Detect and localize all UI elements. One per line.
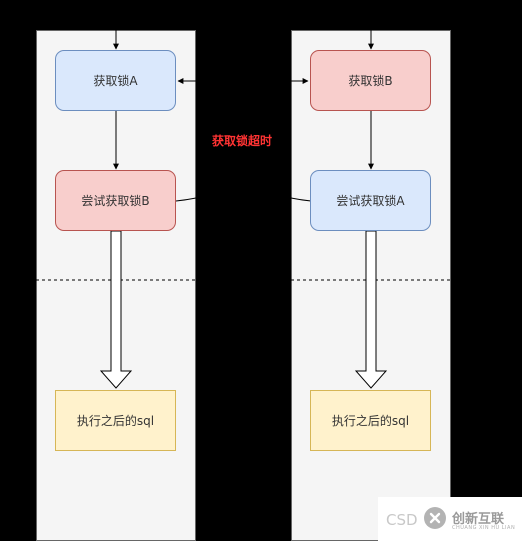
watermark-prefix: CSD [386,511,418,529]
left-acquire-lock-a-box: 获取锁A [55,50,176,111]
left-exec-sql-label: 执行之后的sql [76,414,155,428]
right-acquire-lock-b-label: 获取锁B [348,74,393,88]
watermark-subtitle: CHUANG XIN HU LIAN [452,525,516,531]
right-exec-sql-box: 执行之后的sql [310,390,431,451]
left-hollow-arrow [99,230,133,389]
left-try-lock-b-label: 尝试获取锁B [81,194,150,208]
left-curve-stub [175,197,197,202]
right-try-lock-a-box: 尝试获取锁A [310,170,431,231]
right-acquire-lock-b-box: 获取锁B [310,50,431,111]
left-try-lock-b-box: 尝试获取锁B [55,170,176,231]
right-hollow-arrow [354,230,388,389]
brand-logo-icon [424,507,446,529]
left-exec-sql-box: 执行之后的sql [55,390,176,451]
right-curve-stub [290,197,312,202]
watermark-brand: 创新互联 [452,512,505,527]
left-acquire-lock-a-label: 获取锁A [93,74,138,88]
right-try-lock-a-label: 尝试获取锁A [336,194,405,208]
timeout-annotation: 获取锁超时 [212,134,273,148]
watermark: CSD 创新互联 CHUANG XIN HU LIAN [378,497,522,541]
right-exec-sql-label: 执行之后的sql [331,414,410,428]
